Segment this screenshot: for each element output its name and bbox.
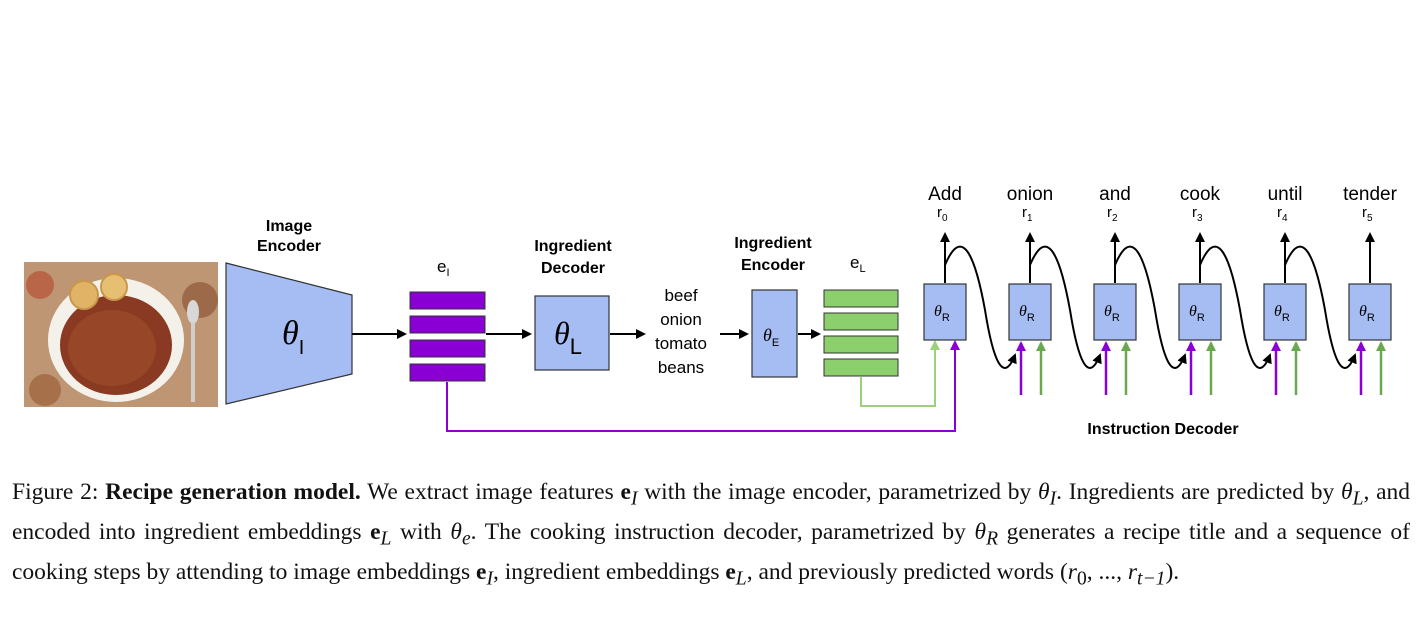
svg-text:θR: θR — [1274, 303, 1290, 324]
eI-embedding-stack — [409, 291, 486, 382]
output-step-3: cook r3 — [1180, 184, 1221, 283]
decoder-block-3: θR — [1178, 283, 1222, 341]
output-token: r1 — [1022, 204, 1033, 224]
food-photo — [24, 262, 218, 407]
decoder-block-5: θR — [1348, 283, 1392, 341]
ingredient-item: onion — [660, 310, 702, 329]
ingredient-encoder-block — [751, 289, 798, 378]
instruction-decoder-title: Instruction Decoder — [1087, 421, 1238, 438]
ingredient-decoder-symbol: θL — [554, 315, 582, 359]
decoder-block-1: θR — [1008, 283, 1052, 341]
eL-embedding-stack — [823, 289, 899, 377]
eL-to-decoder-line — [860, 340, 940, 407]
ingredient-item: beans — [658, 358, 704, 377]
image-embedding-inputs — [1016, 341, 1366, 395]
ingredient-encoder-title-2: Encoder — [741, 257, 805, 274]
caption-bold-title: Recipe generation model. — [105, 479, 361, 505]
ingredient-decoder-block — [534, 295, 610, 371]
decoder-block-4: θR — [1263, 283, 1307, 341]
svg-text:θR: θR — [1104, 303, 1120, 324]
image-encoder-title-1: Image — [266, 218, 312, 235]
eI-to-decoder-line — [446, 340, 960, 432]
output-word: cook — [1180, 184, 1221, 205]
output-step-5: tender r5 — [1343, 184, 1398, 283]
svg-text:θR: θR — [1019, 303, 1035, 324]
output-token: r0 — [937, 204, 948, 224]
ingredient-encoder-title-1: Ingredient — [734, 235, 812, 252]
output-word: until — [1268, 184, 1303, 205]
svg-text:θR: θR — [1359, 303, 1375, 324]
ingredient-decoder-title-2: Decoder — [541, 260, 605, 277]
ingredient-item: beef — [664, 286, 697, 305]
ingredient-decoder-title-1: Ingredient — [534, 238, 612, 255]
image-encoder-symbol: θI — [282, 315, 304, 359]
eL-label: eL — [850, 253, 866, 275]
eI-label: eI — [437, 257, 450, 279]
output-token: r2 — [1107, 204, 1118, 224]
image-encoder-title-2: Encoder — [257, 238, 321, 255]
output-token: r4 — [1277, 204, 1288, 224]
ingredient-item: tomato — [655, 334, 707, 353]
output-step-2: and r2 — [1099, 184, 1131, 283]
output-word: onion — [1007, 184, 1054, 205]
output-word: Add — [928, 184, 962, 205]
decoder-block-2: θR — [1093, 283, 1137, 341]
output-step-1: onion r1 — [1007, 184, 1054, 283]
svg-text:θR: θR — [1189, 303, 1205, 324]
ingredient-encoder-symbol: θE — [763, 325, 779, 349]
output-token: r3 — [1192, 204, 1203, 224]
ingredient-embedding-inputs — [1036, 341, 1386, 395]
output-step-4: until r4 — [1268, 184, 1303, 283]
output-token: r5 — [1362, 204, 1373, 224]
svg-text:θR: θR — [934, 303, 950, 324]
recurrent-connections — [944, 245, 1357, 369]
figure-caption: Figure 2: Recipe generation model. We ex… — [12, 479, 1411, 591]
image-encoder-block — [225, 262, 353, 405]
output-word: and — [1099, 184, 1131, 205]
output-word: tender — [1343, 184, 1398, 205]
decoder-block-0: θR — [923, 283, 967, 341]
output-step-0: Add r0 — [928, 184, 962, 283]
